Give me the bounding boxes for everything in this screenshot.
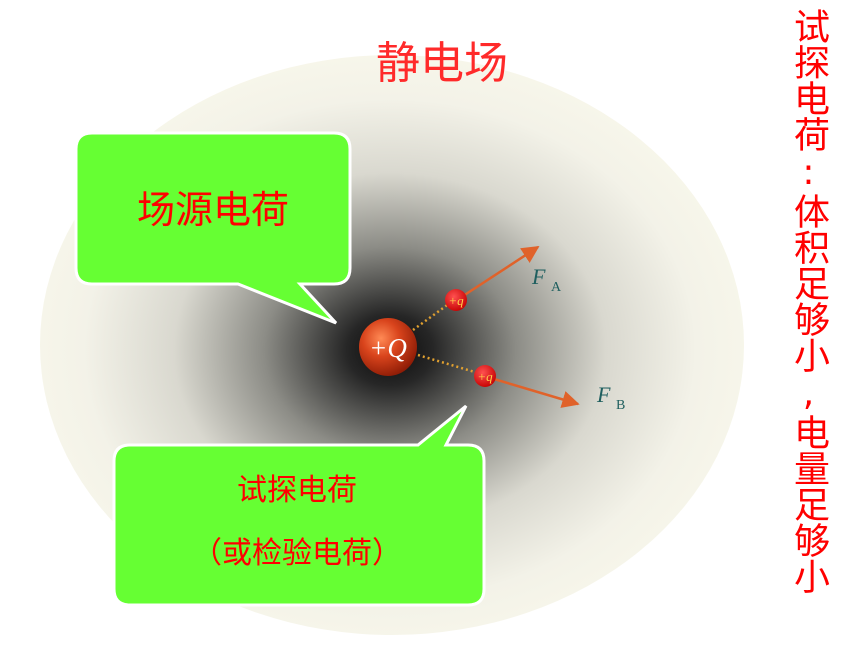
- force-b-subscript: B: [616, 398, 625, 413]
- page-title: 静电场: [376, 38, 508, 89]
- side-note: 试探电荷:体积足够小,电量足够小: [788, 8, 829, 594]
- field-line-b: [417, 353, 479, 375]
- test-charge-b-label: +q: [477, 369, 493, 384]
- callout-test-line1: 试探电荷: [237, 473, 357, 508]
- force-arrow-a: [462, 245, 540, 298]
- callout-test-bubble: [112, 404, 486, 607]
- force-a-label: F A: [531, 264, 562, 295]
- force-b-symbol: F: [596, 382, 611, 407]
- source-charge: [359, 318, 417, 376]
- source-charge-label: +Q: [369, 333, 407, 363]
- test-charge-a: [445, 289, 467, 311]
- callout-test-line2: （或检验电荷）: [192, 536, 402, 571]
- test-charge-a-label: +q: [448, 293, 464, 308]
- callout-source-bubble: [74, 131, 352, 325]
- force-a-symbol: F: [531, 264, 546, 289]
- force-b-label: F B: [596, 382, 625, 413]
- callout-source-text: 场源电荷: [137, 188, 289, 232]
- force-arrow-b: [493, 377, 580, 408]
- force-a-subscript: A: [551, 280, 562, 295]
- test-charge-b: [474, 365, 496, 387]
